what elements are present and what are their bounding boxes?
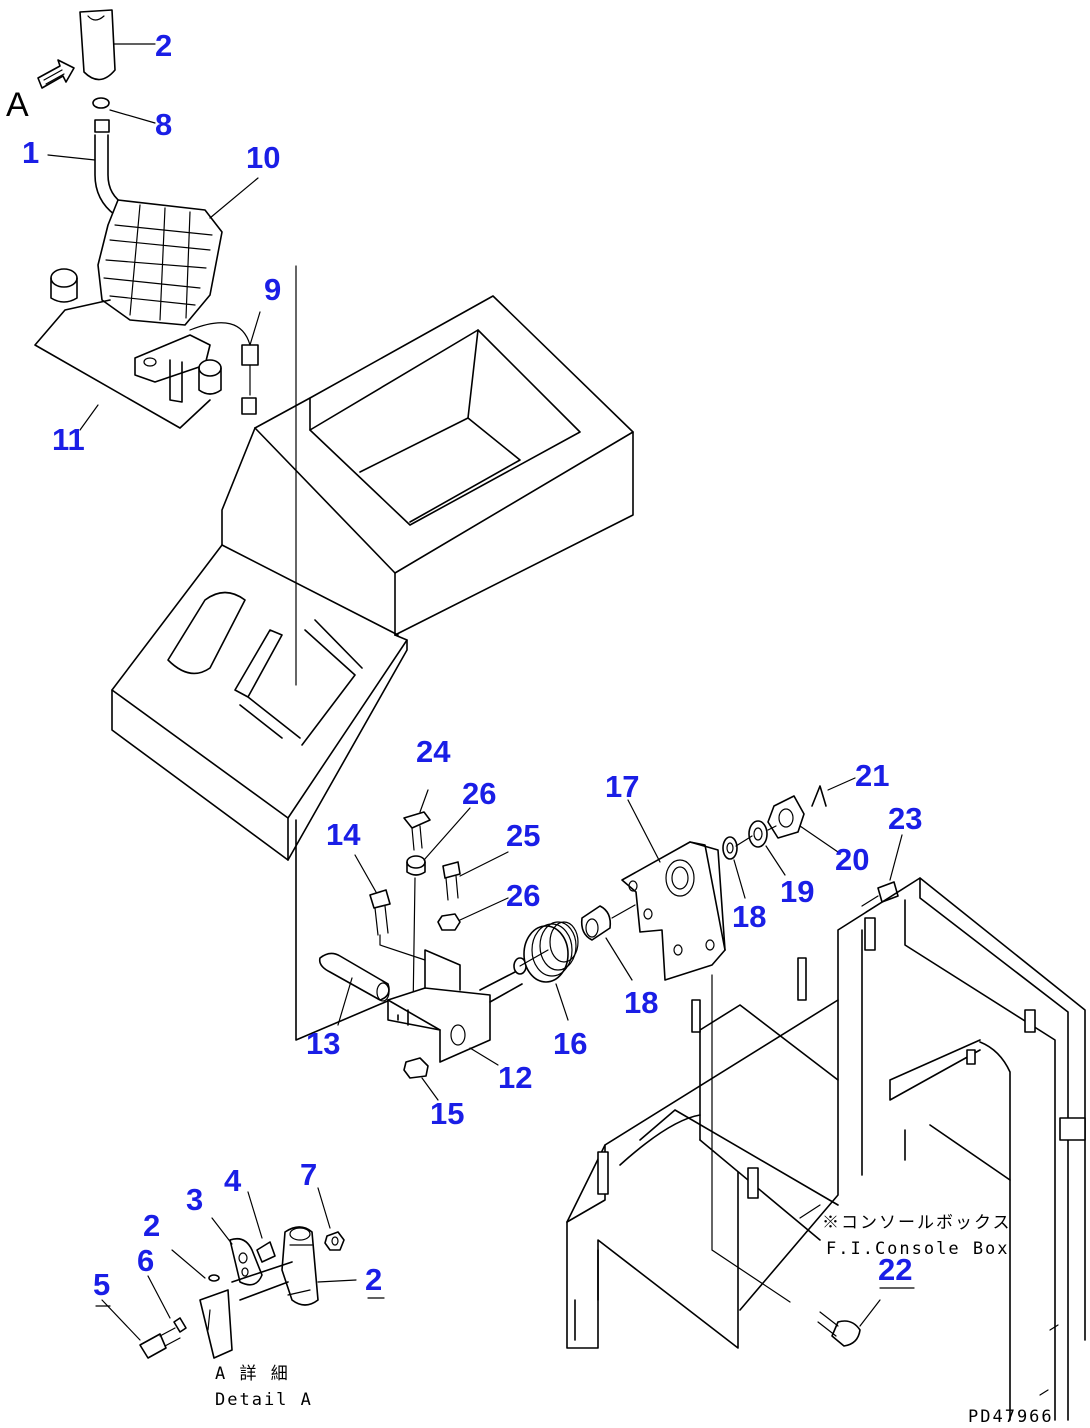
leader-lines [47, 43, 903, 1327]
callout-12: 12 [498, 1060, 532, 1095]
view-marker-a: A [6, 86, 29, 124]
callout-7: 7 [300, 1157, 317, 1192]
callout-10: 10 [246, 140, 280, 175]
callout-4: 4 [224, 1163, 242, 1198]
callout-2: 2 [143, 1208, 160, 1243]
detail-label-en: Detail A [215, 1390, 313, 1410]
callout-22: 22 [878, 1252, 912, 1287]
callout-21: 21 [855, 758, 889, 793]
callout-19: 19 [780, 874, 814, 909]
callout-14: 14 [326, 817, 361, 852]
detail-a-view [101, 1187, 357, 1359]
callout-20: 20 [835, 842, 869, 877]
callout-13: 13 [306, 1026, 340, 1061]
callout-18: 18 [624, 985, 658, 1020]
callout-17: 17 [605, 769, 639, 804]
callout-1: 1 [22, 135, 39, 170]
callout-15: 15 [430, 1096, 464, 1131]
callout-16: 16 [553, 1026, 587, 1061]
callout-26: 26 [506, 878, 540, 913]
callout-24: 24 [416, 734, 451, 769]
callout-8: 8 [155, 107, 172, 142]
callout-11: 11 [52, 422, 85, 457]
linkage-mechanism [318, 785, 899, 1347]
console-label-jp: ※コンソールボックス [822, 1213, 1012, 1233]
callout-2: 2 [155, 28, 172, 63]
callout-2: 2 [365, 1262, 382, 1297]
callout-25: 25 [506, 818, 540, 853]
detail-label-jp: A 詳 細 [215, 1364, 290, 1384]
callout-18: 18 [732, 899, 766, 934]
callout-6: 6 [137, 1243, 154, 1278]
lever-assembly [34, 9, 259, 429]
callout-5: 5 [93, 1267, 110, 1302]
callout-26: 26 [462, 776, 496, 811]
console-label-en: F.I.Console Box [826, 1239, 1010, 1259]
drawing-number: PD47966 [968, 1407, 1054, 1427]
callout-numbers: 2 8 1 10 9 11 24 26 25 26 14 17 21 23 20… [22, 28, 922, 1302]
floor-frame [566, 877, 1086, 1421]
callout-3: 3 [186, 1182, 203, 1217]
callout-23: 23 [888, 801, 922, 836]
callout-9: 9 [264, 272, 281, 307]
console-box [111, 265, 634, 1041]
